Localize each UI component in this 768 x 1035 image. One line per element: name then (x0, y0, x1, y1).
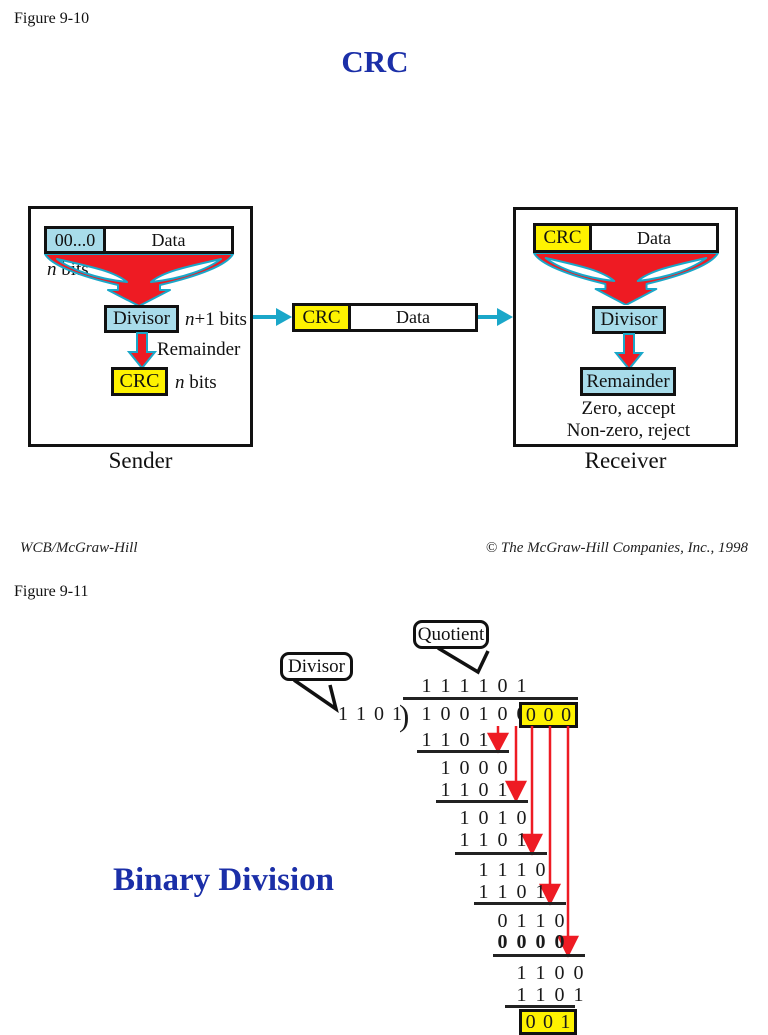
receiver-panel: CRC Data Divisor Remainder Zero, accept … (513, 207, 738, 447)
receiver-remainder-arrow-icon (613, 333, 645, 371)
sender-remainder-label: Remainder (157, 339, 241, 360)
sender-funnel-arrow-icon (44, 254, 234, 306)
receiver-panel-label: Receiver (584, 448, 667, 473)
sender-panel-label: Sender (108, 448, 173, 473)
divisor-callout: Divisor (280, 652, 353, 681)
transmission-packet: CRC Data (292, 303, 478, 332)
division-rule-line (455, 852, 547, 855)
quotient-callout-tail-icon (437, 647, 490, 675)
arrow-sender-to-packet-line (253, 315, 277, 319)
receiver-zero-accept-text: Zero, accept (581, 398, 676, 419)
division-vinculum-line (403, 697, 578, 700)
packet-crc-cell: CRC (295, 306, 348, 329)
sender-n1bits-label: n+1 bits (185, 309, 247, 330)
receiver-data-cell: Data (589, 226, 716, 250)
arrow-packet-to-receiver-head-icon (497, 308, 513, 326)
sender-remainder-arrow-icon (126, 332, 158, 370)
arrow-sender-to-packet-head-icon (276, 308, 292, 326)
division-rule-line (417, 750, 509, 753)
sender-crc-nbits-label: n bits (175, 372, 217, 393)
division-rule-line (474, 902, 566, 905)
figure-9-11-label: Figure 9-11 (14, 583, 89, 600)
arrow-packet-to-receiver-line (478, 315, 499, 319)
quotient-callout: Quotient (413, 620, 489, 649)
division-rule-line (505, 1005, 575, 1008)
packet-data-cell: Data (348, 306, 475, 329)
page-title: CRC (341, 44, 409, 79)
sender-frame-bar: 00...0 Data (44, 226, 234, 254)
division-paren: ) (399, 698, 410, 733)
sender-crc-box: CRC (111, 367, 168, 396)
figure-9-10-label: Figure 9-10 (14, 10, 90, 27)
binary-division-title: Binary Division (113, 862, 334, 898)
receiver-funnel-arrow-icon (533, 253, 719, 305)
carry-down-arrows-icon (486, 726, 580, 958)
receiver-divisor-box: Divisor (592, 306, 666, 334)
sender-data-cell: Data (103, 229, 231, 251)
divisor-callout-tail-icon (293, 679, 339, 713)
footer-copyright: © The McGraw-Hill Companies, Inc., 1998 (485, 540, 748, 556)
receiver-frame-bar: CRC Data (533, 223, 719, 253)
sender-zeros-cell: 00...0 (47, 229, 103, 251)
sender-divisor-box: Divisor (104, 305, 179, 333)
footer-publisher: WCB/McGraw-Hill (20, 540, 138, 556)
sender-panel: 00...0 Data n bits Divisor n+1 bits Rema… (28, 206, 253, 447)
division-rule-line (436, 800, 528, 803)
division-rule-line (493, 954, 585, 957)
receiver-crc-cell: CRC (536, 226, 589, 250)
receiver-nonzero-reject-text: Non-zero, reject (566, 420, 691, 441)
receiver-remainder-box: Remainder (580, 367, 676, 396)
